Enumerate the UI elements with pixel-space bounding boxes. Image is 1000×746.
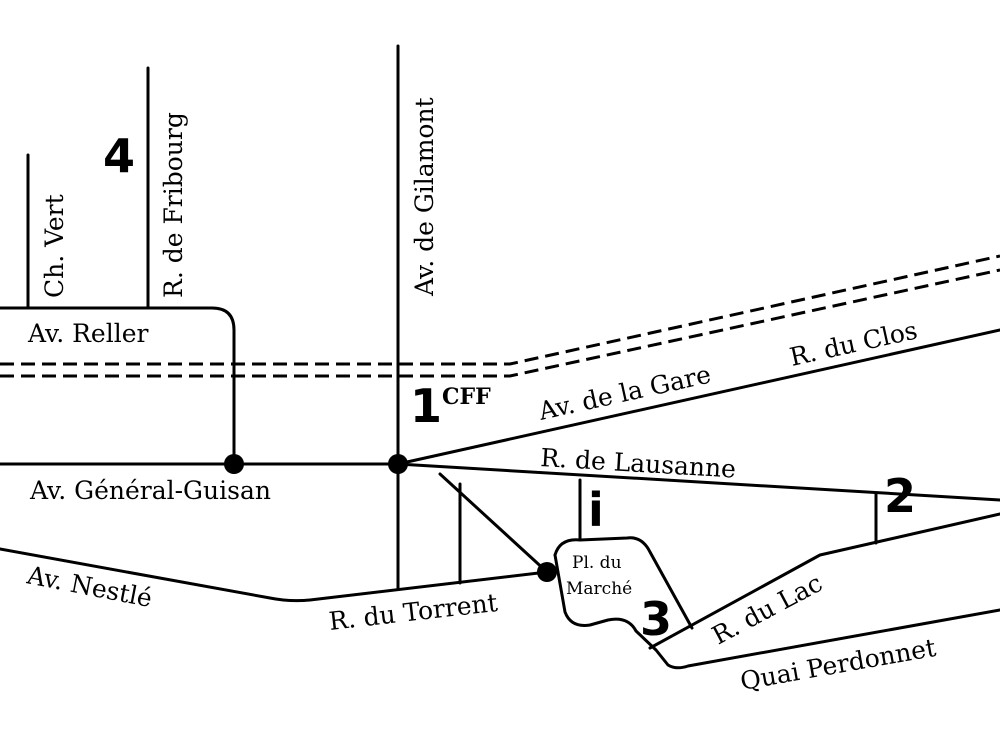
- place-du-marche-upper: [553, 536, 694, 630]
- junctions: [224, 454, 557, 582]
- street-diagonal-marche: [438, 472, 549, 574]
- junction-dot-gilamont: [388, 454, 408, 474]
- marker-1: 1: [410, 379, 442, 433]
- label-pl-du-marche-1: Pl. du: [572, 553, 622, 573]
- label-av-de-la-gare: Av. de la Gare: [535, 360, 713, 426]
- label-av-general-guisan: Av. Général-Guisan: [29, 476, 271, 505]
- label-av-nestle: Av. Nestlé: [24, 560, 155, 613]
- street-quai-perdonnet: [553, 553, 1000, 670]
- street-av-de-la-gare: [396, 328, 1000, 466]
- marker-2: 2: [884, 469, 916, 523]
- label-r-du-lac: R. du Lac: [707, 568, 827, 650]
- label-av-reller: Av. Reller: [27, 319, 148, 348]
- junction-dot-reller: [224, 454, 244, 474]
- marker-4: 4: [103, 129, 135, 183]
- label-quai-perdonnet: Quai Perdonnet: [738, 633, 938, 696]
- street-av-nestle-r-du-torrent: [0, 547, 549, 603]
- street-r-du-lac: [648, 512, 1000, 650]
- label-ch-vert: Ch. Vert: [40, 194, 69, 298]
- markers: 1 CFF 2 3 4 i: [103, 129, 916, 646]
- marker-info: i: [588, 483, 604, 537]
- marker-3: 3: [640, 592, 672, 646]
- label-r-de-lausanne: R. de Lausanne: [540, 443, 737, 484]
- streets: [0, 44, 1000, 670]
- street-av-reller: [0, 306, 236, 466]
- street-r-de-lausanne: [396, 462, 1000, 502]
- railway: [0, 254, 1000, 378]
- marker-cff: CFF: [442, 384, 491, 410]
- label-av-gilamont: Av. de Gilamont: [410, 97, 439, 297]
- label-r-fribourg: R. de Fribourg: [159, 112, 188, 298]
- railway-track-lower: [0, 268, 1000, 378]
- label-pl-du-marche-2: Marché: [566, 579, 632, 599]
- junction-dot-marche: [537, 562, 557, 582]
- railway-track-upper: [0, 254, 1000, 366]
